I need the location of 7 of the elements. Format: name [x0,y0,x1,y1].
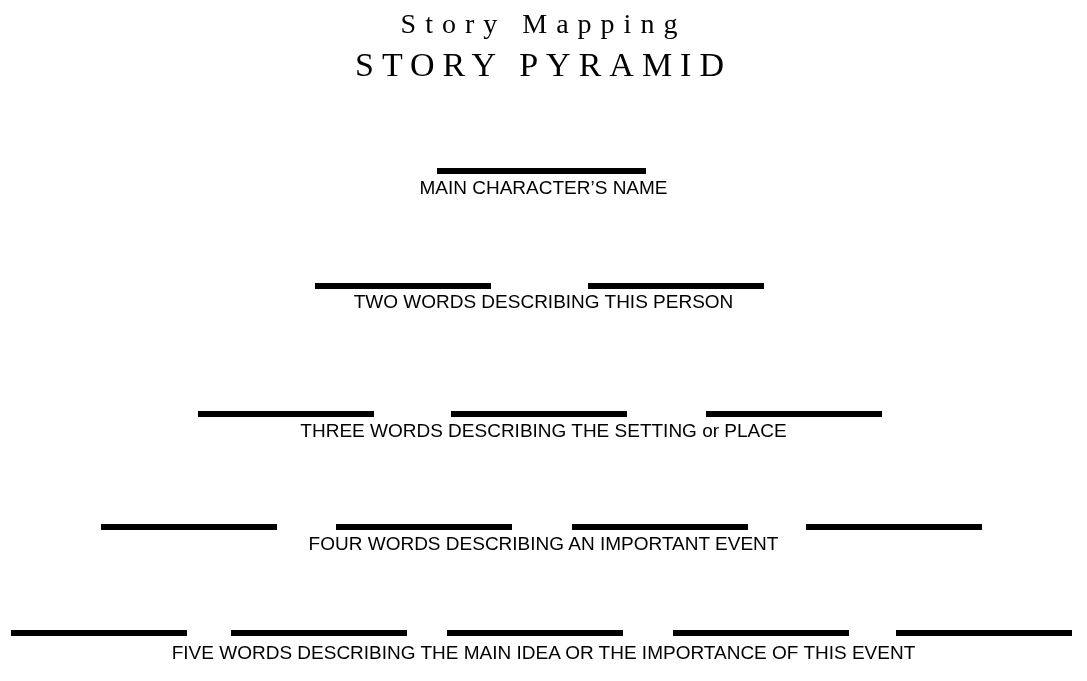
prompt-text: TWO WORDS DESCRIBING THIS PERSON [353,291,734,313]
prompt-text: MAIN CHARACTER’S NAME [419,177,668,199]
worksheet-heading: STORY PYRAMID [355,46,732,84]
prompt-text: THREE WORDS DESCRIBING THE SETTING or PLACE [300,420,787,442]
prompt-text: FIVE WORDS DESCRIBING THE MAIN IDEA OR THE IMPORTANCE OF THIS EVENT [171,642,916,664]
worksheet-title: Story Mapping [400,8,687,40]
prompt-text: FOUR WORDS DESCRIBING AN IMPORTANT EVENT [308,533,779,555]
